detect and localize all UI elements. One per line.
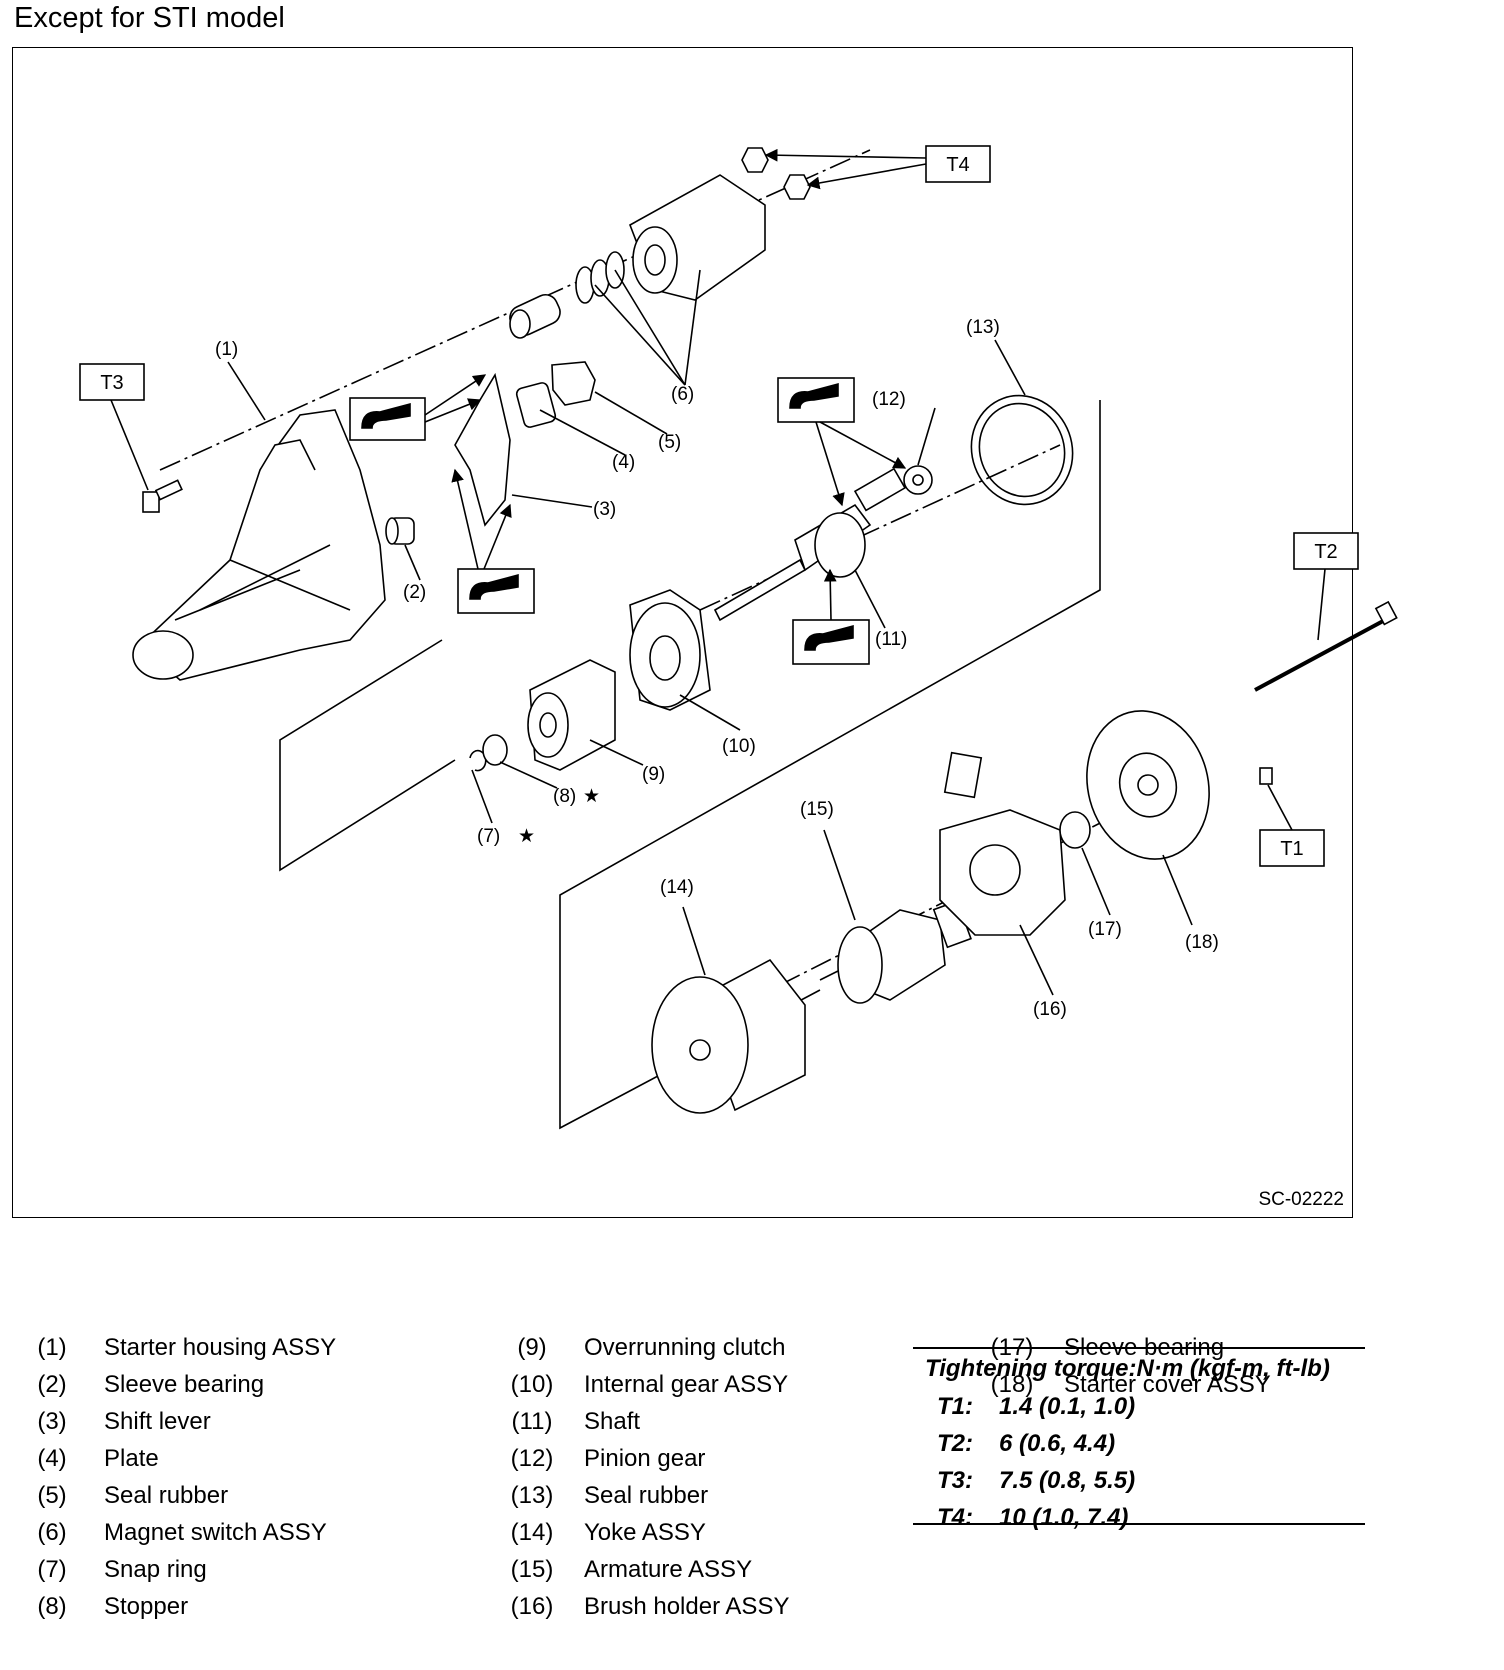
callout-9: (9) — [642, 764, 665, 785]
callout-8-star: ★ — [583, 786, 600, 807]
starter-housing-part — [132, 409, 386, 681]
torque-tag-t2: T2 — [1314, 541, 1337, 563]
t2-bolt-part — [1254, 600, 1398, 692]
callout-18: (18) — [1185, 932, 1219, 953]
magnet-switch-part — [509, 174, 766, 339]
shaft-part — [713, 467, 907, 622]
callout-6: (6) — [671, 384, 694, 405]
torque-tag-t3: T3 — [100, 372, 123, 394]
sleeve-bearing-part — [385, 517, 415, 545]
callout-16: (16) — [1033, 999, 1067, 1020]
grease-icon — [349, 397, 426, 441]
torque-tag-t1: T1 — [1280, 838, 1303, 860]
seal-rubber-part — [551, 361, 596, 406]
callout-13: (13) — [966, 317, 1000, 338]
overrunning-clutch-part — [527, 659, 616, 771]
internal-gear-part — [629, 589, 711, 711]
torque-tag-t4: T4 — [946, 154, 969, 176]
callout-3: (3) — [593, 499, 616, 520]
grease-icon — [777, 377, 855, 423]
brush-holder-part — [939, 751, 1066, 936]
page-title: Except for STI model — [14, 2, 285, 34]
figure-code: SC-02222 — [1258, 1189, 1344, 1210]
plate-part — [515, 382, 557, 428]
t3-bolt-part — [142, 479, 183, 513]
torque-title: Tightening torque:N·m (kgf-m, ft-lb) — [925, 1355, 1330, 1382]
callout-7-star: ★ — [518, 826, 535, 847]
seal-rubber-ring-part — [970, 394, 1074, 506]
callout-8: (8) — [553, 786, 576, 807]
callout-1: (1) — [215, 339, 238, 360]
t4-nut-lower — [783, 174, 811, 200]
callout-10: (10) — [722, 736, 756, 757]
callout-7: (7) — [477, 826, 500, 847]
t1-screw-part — [1259, 767, 1273, 785]
diagram-frame: SC-02222 — [12, 47, 1353, 1218]
callout-5: (5) — [658, 432, 681, 453]
callout-2: (2) — [403, 582, 426, 603]
t4-nut-upper — [741, 147, 769, 173]
callout-11: (11) — [875, 629, 907, 650]
callout-17: (17) — [1088, 919, 1122, 940]
torque-table: Tightening torque:N·m (kgf-m, ft-lb) T1:… — [913, 1347, 1365, 1531]
callout-14: (14) — [660, 877, 694, 898]
armature-part — [819, 900, 972, 1004]
grease-icon — [457, 568, 535, 614]
pinion-gear-part — [903, 465, 933, 495]
yoke-part — [651, 958, 806, 1114]
grease-icon — [792, 619, 870, 665]
callout-4: (4) — [612, 452, 635, 473]
starter-cover-part — [1086, 710, 1210, 860]
sleeve-bearing-rear-part — [1059, 811, 1091, 849]
shift-lever-part — [454, 372, 511, 527]
callout-12: (12) — [872, 389, 906, 410]
stopper-part — [482, 734, 508, 766]
callout-15: (15) — [800, 799, 834, 820]
